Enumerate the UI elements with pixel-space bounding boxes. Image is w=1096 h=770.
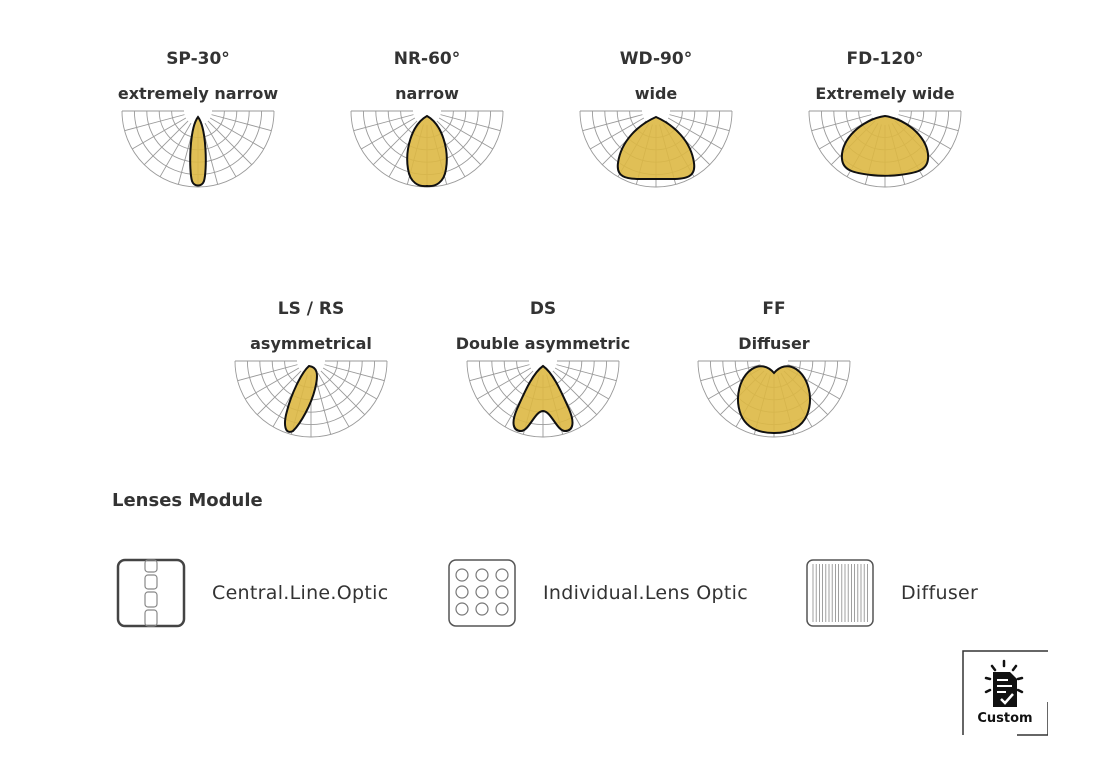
polar-diagram-icon: [350, 110, 504, 188]
module-label: Central.Line.Optic: [212, 582, 389, 604]
module-label: Diffuser: [901, 582, 979, 604]
distribution-desc: Diffuser: [738, 334, 810, 353]
polar-diagram-icon: [234, 360, 388, 438]
polar-diagram-icon: [121, 110, 275, 188]
light-distribution-shape: [840, 114, 930, 177]
distribution-ds: DS Double asymmetric: [443, 298, 643, 445]
distribution-ls-rs: LS / RS asymmetrical: [211, 298, 411, 445]
distribution-desc: asymmetrical: [250, 334, 372, 353]
module-individual-lens: Individual.Lens Optic: [447, 558, 748, 628]
light-distribution-shape: [189, 115, 207, 187]
diffuser-icon: [806, 559, 874, 627]
light-distribution-shape: [616, 115, 696, 180]
distribution-desc: Extremely wide: [815, 84, 955, 103]
polar-diagram-icon: [579, 110, 733, 188]
distribution-desc: extremely narrow: [117, 84, 279, 103]
distribution-desc: wide: [634, 84, 678, 103]
distribution-fd120: FD-120° Extremely wide: [785, 48, 985, 195]
distribution-code: DS: [529, 299, 557, 319]
distribution-code: NR-60°: [393, 49, 461, 69]
distribution-ff: FF Diffuser: [674, 298, 874, 445]
custom-button[interactable]: Custom: [962, 650, 1049, 736]
light-distribution-shape: [406, 114, 448, 188]
distribution-wd90: WD-90° wide: [556, 48, 756, 195]
module-diffuser: Diffuser: [805, 558, 978, 628]
individual-lens-icon: [448, 559, 516, 627]
distribution-code: WD-90°: [619, 49, 693, 69]
polar-diagram-icon: [697, 360, 851, 438]
central-line-optic-icon: [116, 558, 186, 628]
light-distribution-shape: [737, 365, 811, 435]
module-label: Individual.Lens Optic: [543, 582, 748, 604]
distribution-sp30: SP-30° extremely narrow: [98, 48, 298, 195]
light-distribution-shape: [284, 364, 318, 433]
distribution-code: SP-30°: [166, 49, 230, 69]
distribution-desc: Double asymmetric: [455, 334, 631, 353]
polar-diagram-icon: [808, 110, 962, 188]
polar-diagram-icon: [466, 360, 620, 438]
distribution-desc: narrow: [395, 84, 459, 103]
module-central-line: Central.Line.Optic: [116, 558, 388, 628]
distribution-code: LS / RS: [277, 299, 345, 319]
section-title: Lenses Module: [112, 490, 263, 511]
distribution-nr60: NR-60° narrow: [327, 48, 527, 195]
distribution-code: FD-120°: [846, 49, 924, 69]
light-distribution-shape: [512, 364, 574, 433]
custom-label: Custom: [977, 711, 1033, 726]
distribution-code: FF: [762, 299, 786, 319]
